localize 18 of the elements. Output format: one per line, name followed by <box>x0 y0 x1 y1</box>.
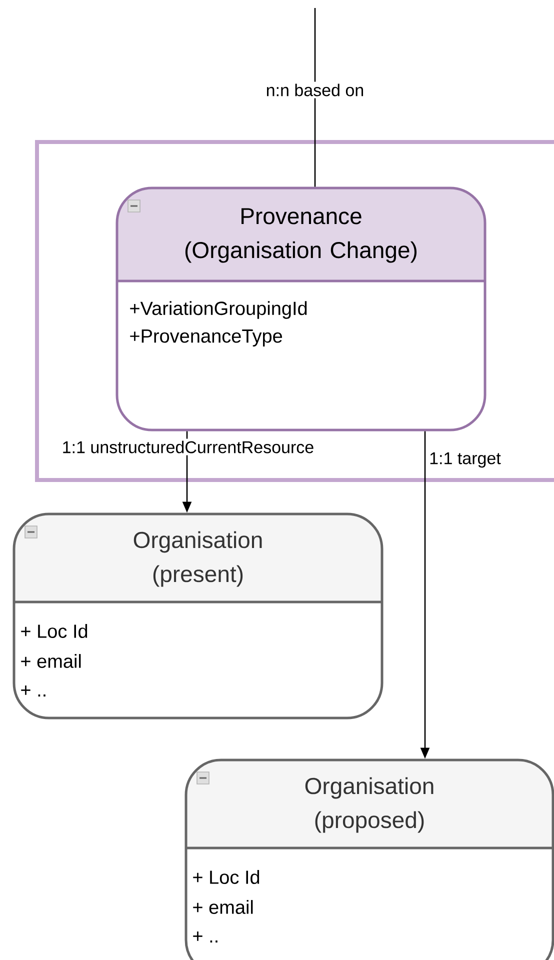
group-frame <box>35 140 554 482</box>
attribute-text: + Loc Id <box>21 624 88 638</box>
attribute-text: + email <box>193 900 253 914</box>
edge-label: n:n based on <box>264 82 366 98</box>
attribute-text: + .. <box>193 932 218 942</box>
class-name: Provenance (Organisation Change) <box>185 208 417 263</box>
class-box <box>184 758 554 960</box>
edge-label: 1:1 unstructuredCurrentResource <box>60 438 316 456</box>
attribute-text: + email <box>21 654 81 668</box>
attribute-text: + Loc Id <box>193 870 260 884</box>
class-name: Organisation (proposed) <box>305 777 434 833</box>
class-box <box>12 512 384 720</box>
attribute-text: +VariationGroupingId <box>130 301 307 319</box>
attribute-text: + .. <box>21 686 46 696</box>
edge-label: 1:1 target <box>427 450 503 470</box>
class-box <box>116 186 486 432</box>
attribute-text: +ProvenanceType <box>130 330 282 346</box>
class-name: Organisation (present) <box>134 531 262 587</box>
